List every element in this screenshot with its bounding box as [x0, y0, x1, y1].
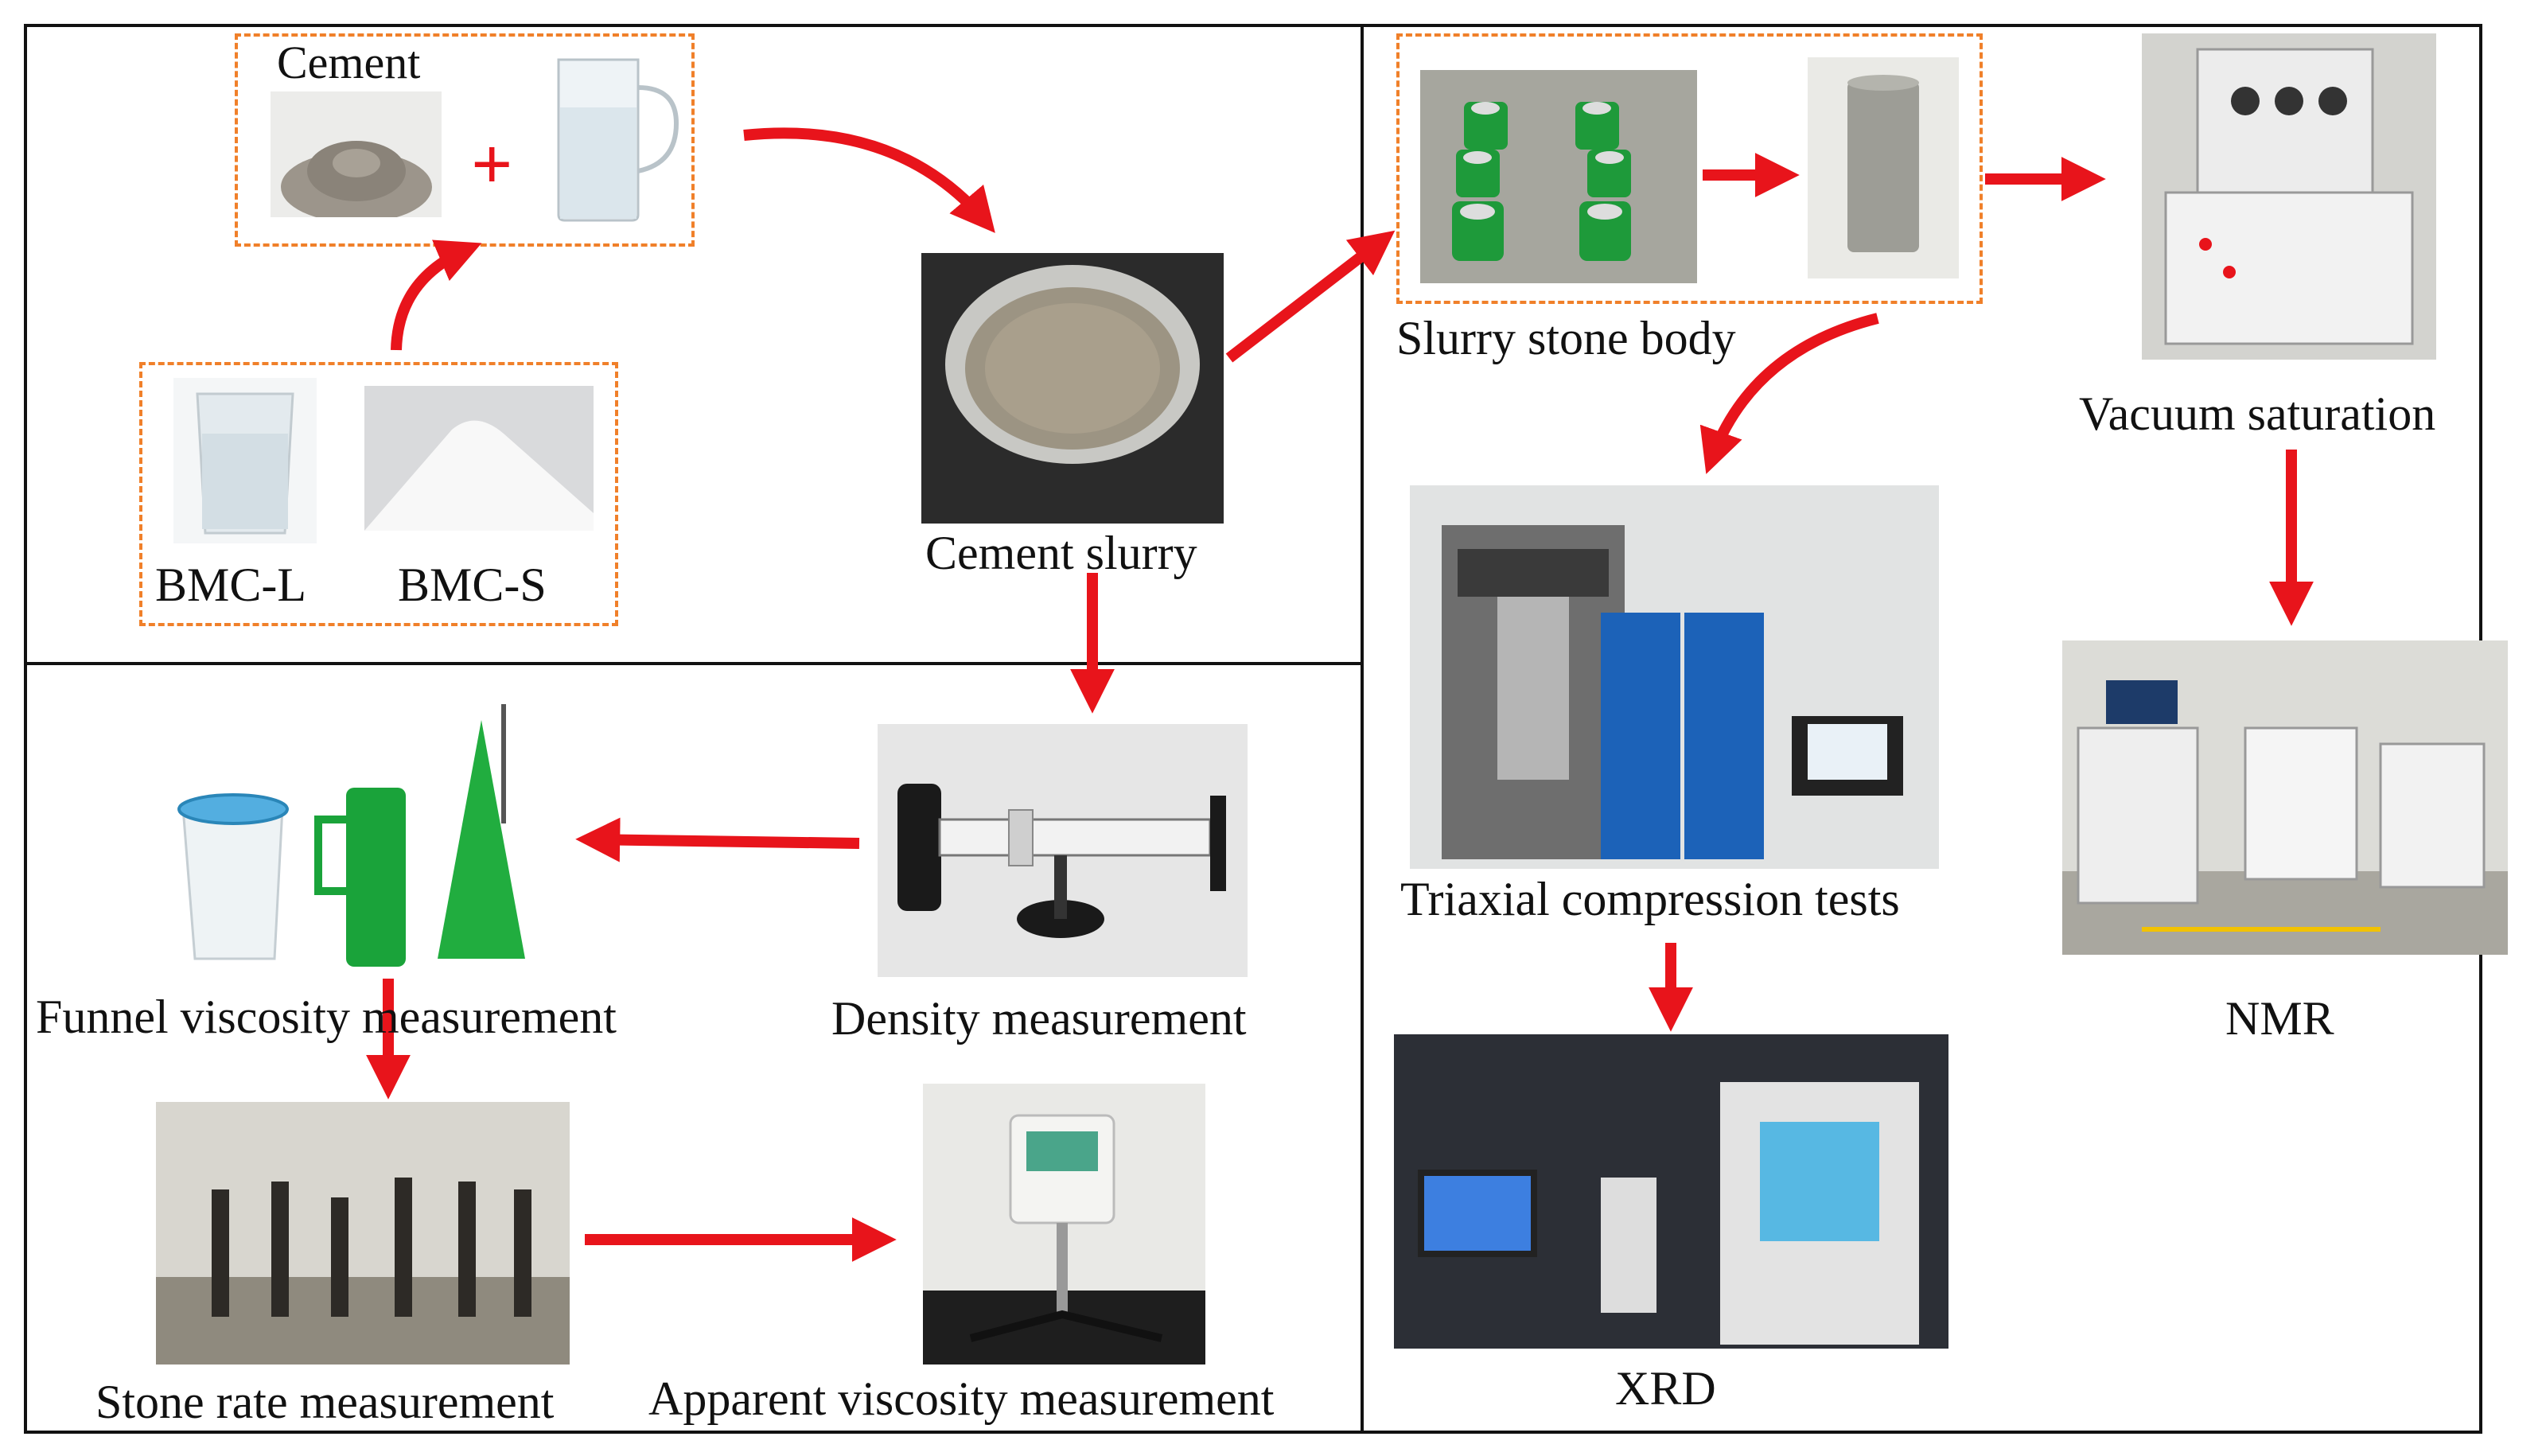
water-beaker-photo	[549, 44, 680, 225]
stone-cylinder-photo	[1808, 57, 1959, 278]
xrd-photo	[1394, 1034, 1948, 1349]
cement-powder-photo	[271, 91, 442, 217]
arrow-density-to-funnel	[575, 817, 860, 862]
xrd-label: XRD	[1615, 1362, 1716, 1415]
slurry-stone-body-label: Slurry stone body	[1396, 312, 1736, 364]
nmr-label: NMR	[2225, 992, 2334, 1045]
plus-sign: +	[471, 123, 513, 204]
arrow-mix-to-slurry	[743, 127, 995, 233]
density-measurement-photo	[878, 724, 1248, 977]
cement-slurry-label: Cement slurry	[925, 527, 1197, 579]
stone-rate-label: Stone rate measurement	[95, 1376, 555, 1428]
nmr-photo	[2062, 640, 2508, 955]
apparent-viscosity-label: Apparent viscosity measurement	[648, 1372, 1275, 1425]
stone-rate-photo	[156, 1102, 570, 1365]
bmc-s-label: BMC-S	[398, 559, 547, 611]
density-label: Density measurement	[831, 992, 1247, 1045]
vacuum-saturation-photo	[2142, 33, 2436, 360]
arrow-slurry-to-molds	[1225, 230, 1396, 363]
slurry-molds-photo	[1420, 70, 1697, 283]
bmc-l-label: BMC-L	[155, 559, 307, 611]
triaxial-photo	[1410, 485, 1939, 869]
funnel-viscosity-photo	[163, 704, 545, 975]
triaxial-label: Triaxial compression tests	[1400, 873, 1900, 925]
bmc-s-powder-photo	[364, 386, 594, 531]
additives-group	[139, 362, 618, 626]
vacuum-saturation-label: Vacuum saturation	[2079, 387, 2436, 440]
panel-divider-horizontal	[24, 662, 1364, 665]
slurry-stone-group	[1396, 33, 1983, 304]
arrow-additives-to-mix	[391, 239, 482, 351]
cement-slurry-photo	[921, 253, 1224, 524]
cement-label: Cement	[277, 37, 421, 88]
arrow-stone-to-triaxial	[1699, 313, 1879, 474]
funnel-viscosity-label: Funnel viscosity measurement	[36, 991, 617, 1043]
bmc-l-glass-photo	[173, 378, 317, 543]
apparent-viscosity-photo	[923, 1084, 1205, 1365]
panel-divider-vertical	[1361, 24, 1364, 1434]
